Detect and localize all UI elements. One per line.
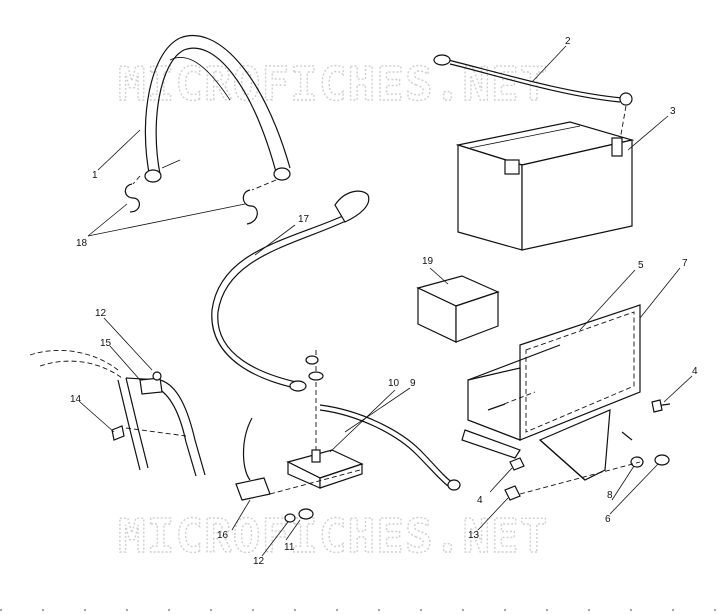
battery-strap	[144, 34, 291, 183]
callout-3: 3	[670, 106, 676, 117]
callout-14: 14	[70, 394, 82, 405]
bolt-hardware	[487, 391, 671, 501]
callout-6: 6	[605, 514, 611, 525]
callout-4-upper: 4	[692, 366, 698, 377]
solenoid-and-cable	[235, 350, 461, 523]
callout-17: 17	[298, 214, 310, 225]
pad-block	[416, 275, 500, 343]
callout-7: 7	[682, 258, 688, 269]
callout-8: 8	[607, 490, 613, 501]
callout-15: 15	[100, 338, 112, 349]
battery-cable	[433, 54, 633, 141]
callout-19: 19	[422, 256, 434, 267]
callout-9: 9	[410, 378, 416, 389]
callout-1: 1	[92, 170, 98, 181]
callout-4-lower: 4	[477, 495, 483, 506]
battery	[455, 121, 635, 251]
s-hooks	[124, 175, 277, 225]
callout-2: 2	[565, 36, 571, 47]
callout-16: 16	[217, 530, 229, 541]
callout-12-upper: 12	[95, 308, 107, 319]
callout-10: 10	[388, 378, 400, 389]
callouts: 1 2 3 4 4 5 6 7 8 9 10 11 12 12 13 14 15…	[70, 36, 698, 567]
frame-section	[29, 349, 206, 477]
callout-12-lower: 12	[253, 556, 265, 567]
callout-13: 13	[468, 530, 480, 541]
watermark-top: MICROFICHES.NET	[118, 57, 548, 111]
battery-tray	[461, 304, 641, 481]
callout-5: 5	[638, 260, 644, 271]
callout-18: 18	[76, 238, 88, 249]
cable-with-boot	[211, 190, 370, 392]
callout-11: 11	[284, 542, 295, 553]
watermark-bottom: MICROFICHES.NET	[118, 509, 548, 563]
leader-lines	[79, 45, 693, 557]
